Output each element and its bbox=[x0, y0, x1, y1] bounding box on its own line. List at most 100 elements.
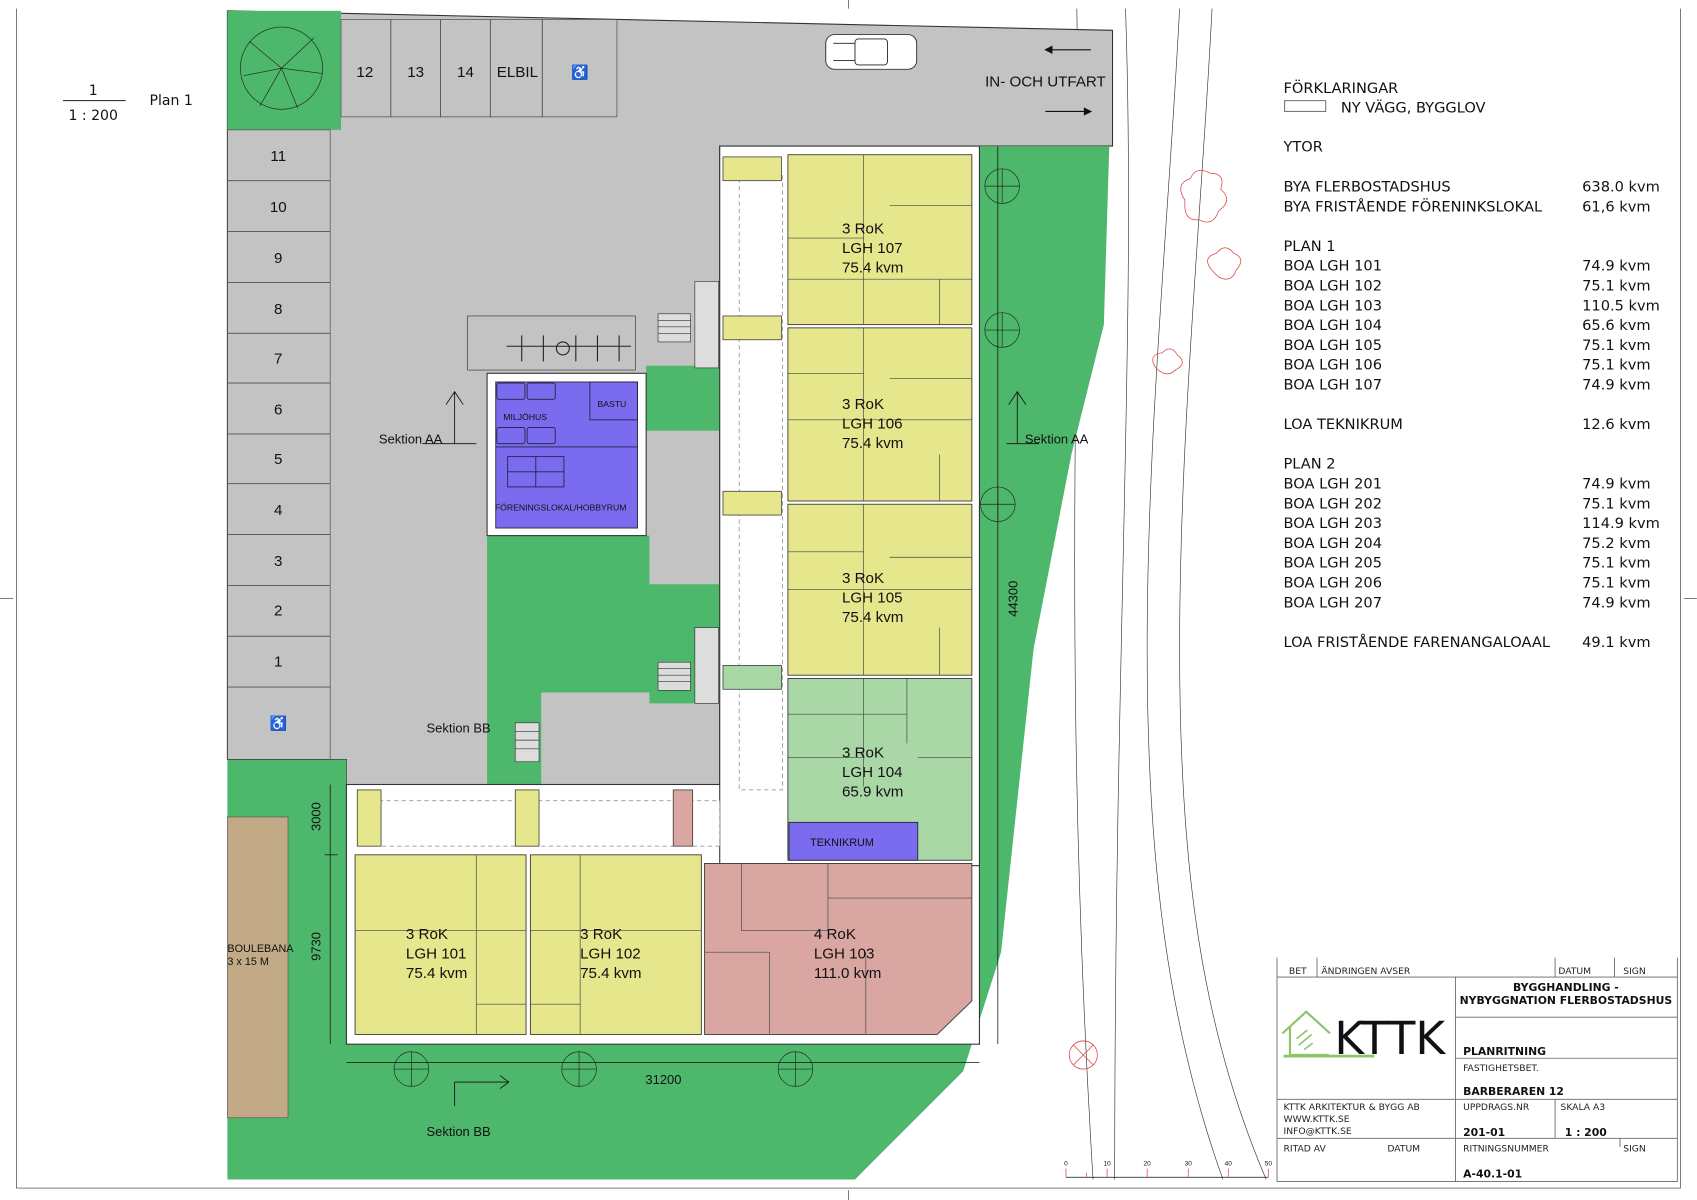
apt-104-id: LGH 104 bbox=[842, 764, 903, 781]
kttk-logo: KTTK bbox=[1281, 1010, 1446, 1065]
teknikrum-label: TEKNIKRUM bbox=[810, 837, 874, 849]
legend-area-value: 49.1 kvm bbox=[1582, 634, 1650, 651]
apt-103-type: 4 RoK bbox=[814, 926, 856, 943]
entrance-label: IN- OCH UTFART bbox=[985, 74, 1106, 91]
apartment-103 bbox=[704, 863, 973, 1035]
legend-area-value: 74.9 kvm bbox=[1582, 476, 1650, 493]
tb-datum: DATUM bbox=[1558, 966, 1591, 977]
legend-group-title: PLAN 1 bbox=[1283, 238, 1335, 255]
apt-103-area: 111.0 kvm bbox=[814, 965, 882, 982]
tb-property-label: FASTIGHETSBET. bbox=[1463, 1063, 1539, 1074]
teknikrum bbox=[788, 821, 919, 861]
apt-107-area: 75.4 kvm bbox=[842, 260, 903, 277]
parking-space-10: 10 bbox=[270, 199, 287, 216]
legend-group-title: PLAN 2 bbox=[1283, 456, 1335, 473]
legend-area-label: BOA LGH 207 bbox=[1283, 594, 1382, 611]
apt-104-area: 65.9 kvm bbox=[842, 783, 903, 800]
parking-space-6: 6 bbox=[274, 401, 282, 418]
tb-drawing-no-label: RITNINGSNUMMER bbox=[1463, 1143, 1549, 1154]
plan-number: 1 bbox=[89, 83, 98, 99]
apt-107-type: 3 RoK bbox=[842, 221, 884, 238]
apartment-102 bbox=[529, 854, 702, 1035]
tb-email: INFO@KTTK.SE bbox=[1283, 1126, 1351, 1137]
lawn-northwest bbox=[227, 10, 342, 130]
tb-company: KTTK ARKITEKTUR & BYGG AB bbox=[1283, 1102, 1419, 1113]
scale-bar-labels: 0 10 20 30 40 50 bbox=[1064, 1160, 1272, 1167]
legend-area-value: 12.6 kvm bbox=[1582, 416, 1650, 433]
parking-space-4: 4 bbox=[274, 502, 282, 519]
legend-area-label: BOA LGH 102 bbox=[1283, 278, 1382, 295]
section-aa-right: Sektion AA bbox=[1025, 432, 1089, 447]
apartment-labels: 3 RoK LGH 107 75.4 kvm 3 RoK LGH 106 75.… bbox=[406, 221, 903, 982]
foreningslokal-details bbox=[495, 381, 638, 488]
bike-rack-icons bbox=[506, 335, 632, 362]
tb-drawing-type: PLANRITNING bbox=[1463, 1045, 1546, 1058]
legend-area-label: BOA LGH 106 bbox=[1283, 357, 1382, 374]
tb-sign: SIGN bbox=[1623, 966, 1646, 977]
scale-20: 20 bbox=[1144, 1160, 1152, 1167]
boulebana bbox=[227, 816, 289, 1119]
legend-area-label: BOA LGH 205 bbox=[1283, 555, 1382, 572]
legend-area-value: 74.9 kvm bbox=[1582, 377, 1650, 394]
dimension-lines bbox=[324, 146, 999, 1063]
corridor-north-south bbox=[738, 172, 783, 791]
corridor-storage bbox=[722, 156, 782, 690]
apartment-interior-walls bbox=[787, 154, 973, 861]
apt-101-id: LGH 101 bbox=[406, 946, 467, 963]
legend-area-label: BOA LGH 104 bbox=[1283, 317, 1382, 334]
legend-area-value: 75.1 kvm bbox=[1582, 495, 1650, 512]
apt-102-type: 3 RoK bbox=[580, 926, 622, 943]
legend-areas-title: YTOR bbox=[1282, 138, 1322, 155]
corridor-east-west bbox=[378, 800, 721, 847]
apt-106-type: 3 RoK bbox=[842, 396, 884, 413]
apartment-106 bbox=[787, 327, 973, 502]
dimension-44300: 44300 bbox=[1005, 581, 1020, 617]
tb-project-2: NYBYGGNATION FLERBOSTADSHUS bbox=[1460, 994, 1673, 1007]
road-lines bbox=[1074, 8, 1267, 1180]
scale-0: 0 bbox=[1064, 1160, 1068, 1167]
parking-space-11: 11 bbox=[270, 148, 286, 165]
section-bb-bottom: Sektion BB bbox=[426, 1124, 490, 1139]
corridor-storage-south bbox=[356, 789, 694, 847]
logo-text: KTTK bbox=[1334, 1012, 1446, 1065]
tb-project-1: BYGGHANDLING - bbox=[1513, 981, 1619, 994]
scale-10: 10 bbox=[1104, 1160, 1112, 1167]
parking-space-13: 13 bbox=[407, 64, 424, 81]
boulebana-size: 3 x 15 M bbox=[227, 956, 268, 968]
lawn-courtyard-north bbox=[646, 365, 720, 431]
scale-50: 50 bbox=[1265, 1160, 1273, 1167]
legend-area-label: BOA LGH 101 bbox=[1283, 258, 1382, 275]
tb-drawn-by: RITAD AV bbox=[1283, 1143, 1326, 1154]
lawn-east bbox=[227, 146, 1110, 1180]
apt-105-type: 3 RoK bbox=[842, 570, 884, 587]
legend-area-label: BOA LGH 206 bbox=[1283, 575, 1382, 592]
parking-row-top bbox=[340, 19, 618, 118]
entrance-arrows-icon bbox=[1044, 45, 1093, 116]
legend-area-label: BOA LGH 105 bbox=[1283, 337, 1382, 354]
parking-space-3: 3 bbox=[274, 553, 282, 570]
scale-30: 30 bbox=[1185, 1160, 1193, 1167]
section-aa-left: Sektion AA bbox=[379, 432, 443, 447]
miljohus-label: MILJÖHUS bbox=[503, 412, 547, 422]
south-interior-walls bbox=[355, 854, 972, 1035]
parking-space-8: 8 bbox=[274, 301, 282, 318]
apartment-107 bbox=[787, 154, 973, 326]
tb-job: 201-01 bbox=[1463, 1126, 1505, 1139]
apt-105-area: 75.4 kvm bbox=[842, 609, 903, 626]
parking-space-accessible: ♿ bbox=[571, 64, 589, 81]
apt-101-type: 3 RoK bbox=[406, 926, 448, 943]
legend-area-label: LOA FRISTÅENDE FARENANGALOAAL bbox=[1283, 634, 1550, 651]
legend-area-label: LOA TEKNIKRUM bbox=[1283, 416, 1402, 433]
legend-title: FÖRKLARINGAR bbox=[1283, 79, 1398, 97]
tb-bet: BET bbox=[1289, 966, 1307, 977]
parking-left-labels: 11 10 9 8 7 6 5 4 3 2 1 ♿ bbox=[270, 148, 288, 732]
apt-104-type: 3 RoK bbox=[842, 744, 884, 761]
legend-area-value: 75.1 kvm bbox=[1582, 337, 1650, 354]
legend-area-value: 75.1 kvm bbox=[1582, 575, 1650, 592]
parking-space-7: 7 bbox=[274, 351, 282, 368]
legend-area-label: BYA FRISTÅENDE FÖRENINKSLOKAL bbox=[1283, 197, 1542, 215]
outdoor-stairs bbox=[467, 281, 719, 763]
boulebana-label: BOULEBANA bbox=[227, 943, 294, 955]
legend-area-value: 75.1 kvm bbox=[1582, 555, 1650, 572]
legend-area-label: BOA LGH 107 bbox=[1283, 377, 1382, 394]
